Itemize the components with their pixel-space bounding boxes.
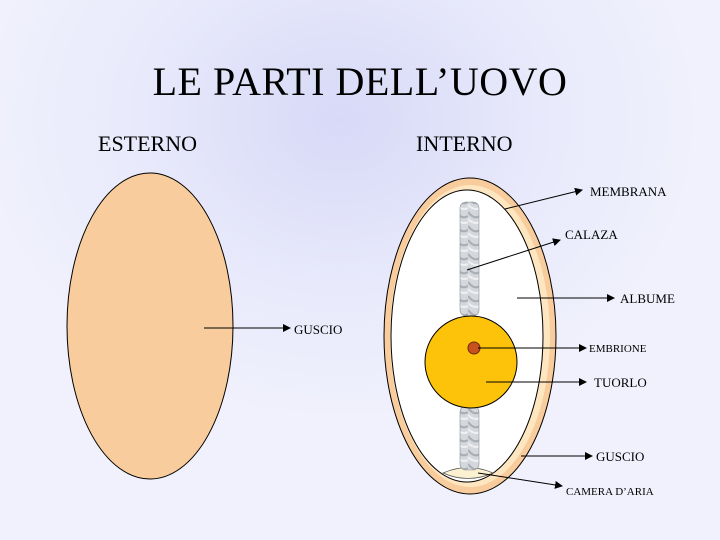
label-outer-guscio: GUSCIO <box>294 322 342 337</box>
chalaza-lower <box>459 405 480 471</box>
label-guscio: GUSCIO <box>596 449 644 464</box>
label-camera-daria: CAMERA D’ARIA <box>566 486 654 498</box>
arrow-camera-daria <box>477 472 563 489</box>
label-calaza: CALAZA <box>565 227 618 242</box>
exterior-egg-shell <box>66 172 234 480</box>
label-membrana: MEMBRANA <box>590 184 667 199</box>
yolk <box>424 315 518 409</box>
slide-title: LE PARTI DELL’UOVO <box>152 59 568 104</box>
heading-interno: INTERNO <box>416 131 513 156</box>
air-chamber <box>442 467 494 479</box>
chalaza-upper <box>459 201 480 317</box>
label-albume: ALBUME <box>620 291 675 306</box>
heading-esterno: ESTERNO <box>98 131 197 156</box>
label-tuorlo: TUORLO <box>594 375 647 390</box>
label-embrione: EMBRIONE <box>589 343 647 355</box>
arrow-membrana <box>504 187 583 210</box>
arrow-calaza <box>466 238 561 271</box>
